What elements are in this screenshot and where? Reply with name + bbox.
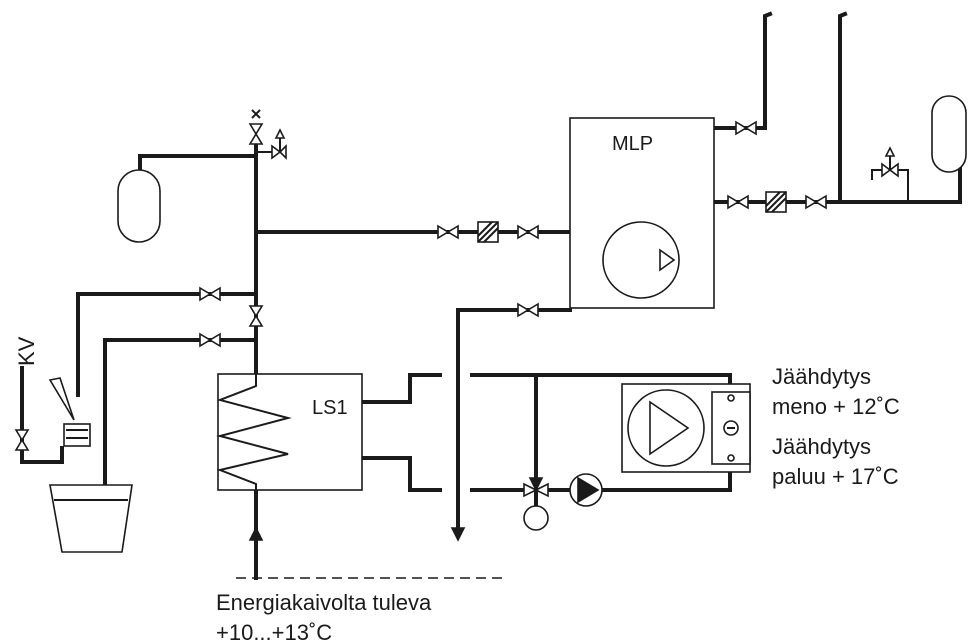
valve-icon [727,195,749,209]
kv-label: KV [14,336,39,366]
safety-valve-icon [871,146,909,202]
safety-valve-icon [256,128,287,160]
flow-arrow-icon [450,527,466,542]
valve-icon [735,121,757,135]
compressor-icon [602,221,680,299]
source-label: Energiakaivolta tuleva [216,590,432,615]
valve-icon [15,429,29,451]
float-valve-icon [48,377,91,447]
expansion-tank-icon [117,169,161,243]
air-vent-icon [249,109,263,145]
valve-icon [199,333,221,347]
pipework [20,11,962,580]
heat-pump-mlp: MLP [569,117,715,309]
pump-icon [569,473,603,507]
valve-icon [517,303,539,317]
filter-icon [765,191,787,213]
mlp-label: MLP [612,133,653,155]
three-way-valve-icon [523,477,549,531]
expansion-tank-icon [931,95,967,173]
cooling-supply-temp: meno + 12˚C [772,394,900,419]
cooling-return-label: Jäähdytys [772,434,871,459]
valve-icon [517,225,539,239]
fan-coil-unit [621,383,751,473]
valve-icon [199,287,221,301]
filter-icon [477,221,499,243]
heat-exchanger-ls1: LS1 [216,373,363,491]
well-bucket [49,484,133,553]
ls1-label: LS1 [312,397,348,419]
heat-exchanger-coil-icon [216,374,292,490]
valve-icon [437,225,459,239]
cooling-supply-label: Jäähdytys [772,364,871,389]
valve-icon [805,195,827,209]
valve-icon [249,305,263,327]
flow-arrow-icon [248,526,264,541]
source-temp: +10...+13˚C [216,620,332,644]
cooling-return-temp: paluu + 17˚C [772,464,899,489]
